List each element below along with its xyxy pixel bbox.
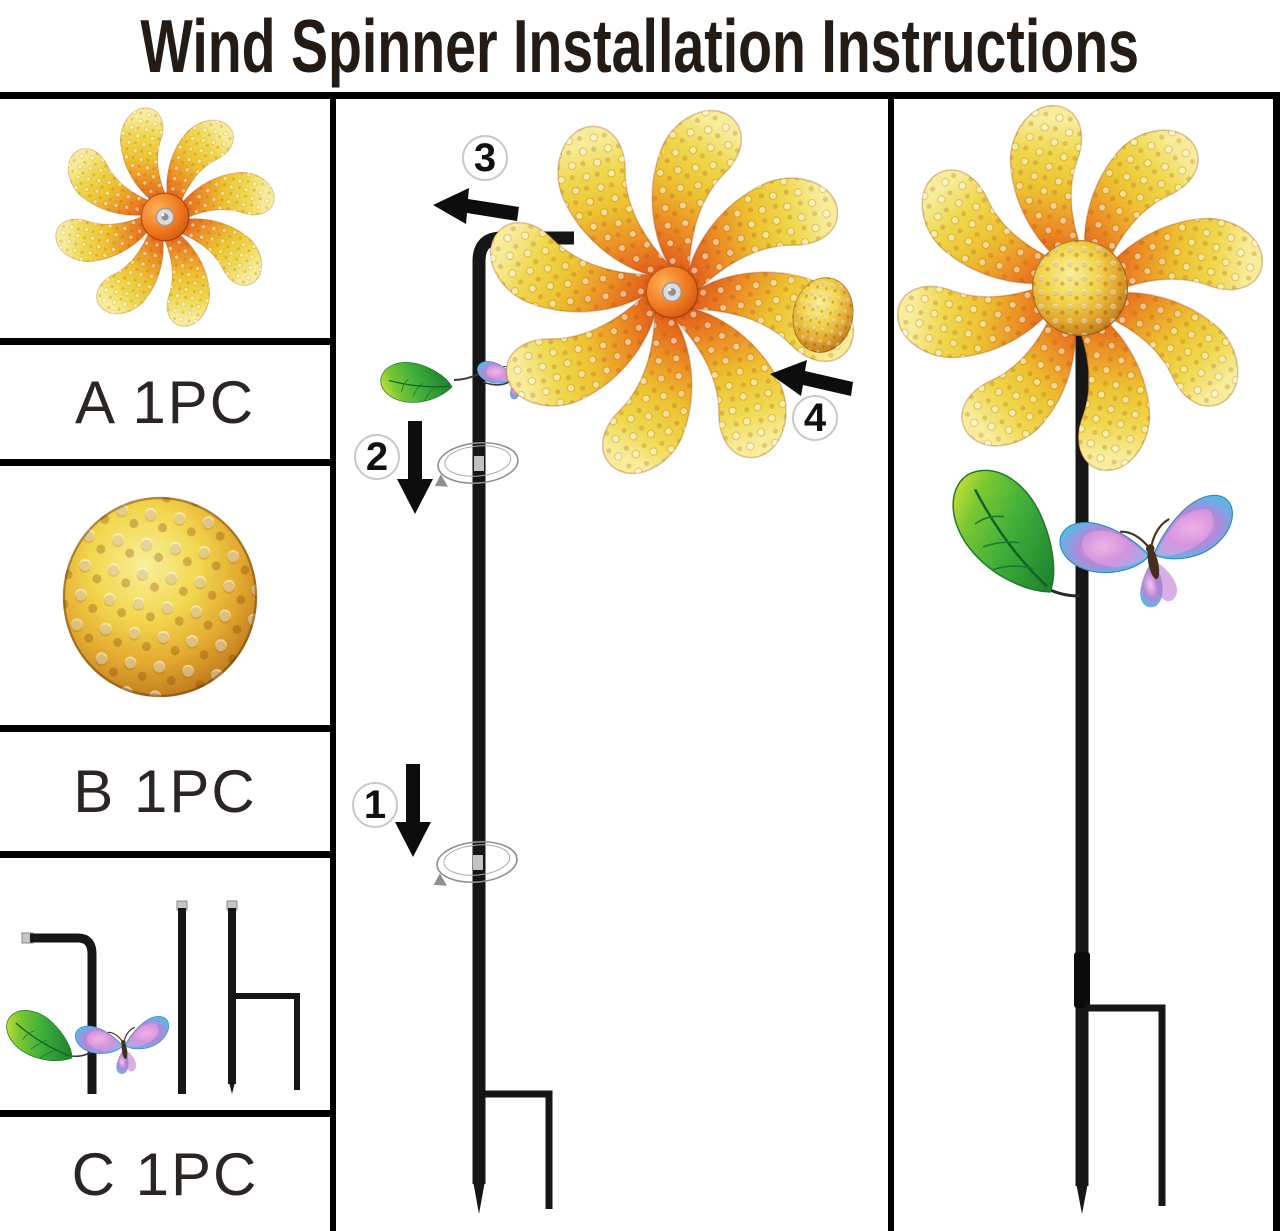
divider-c-image-label: [0, 1110, 330, 1117]
assembled-pole-point: [1075, 1180, 1089, 1214]
bent-pole-icon: [30, 933, 97, 1094]
part-b-image-cell: [0, 466, 330, 725]
divider-middle-right: [888, 92, 894, 1231]
step-2-badge: 2: [354, 434, 400, 480]
part-c-image-cell: [0, 858, 330, 1110]
page-title-text: Wind Spinner Installation Instructions: [140, 3, 1140, 88]
page-title: Wind Spinner Installation Instructions: [0, 0, 1280, 92]
dome-cap-icon: [49, 482, 271, 712]
step-1-arrow-icon: [395, 764, 431, 857]
assembled-spinner-image: [894, 92, 1273, 1214]
butterfly-wire: [482, 381, 510, 386]
divider-a-label-b-image: [0, 459, 330, 466]
part-a-label: A 1PC: [74, 368, 256, 436]
assembled-stake-foot: [1085, 1004, 1166, 1206]
border-right: [1273, 92, 1280, 1231]
stake-foot-bar: [232, 993, 300, 1090]
leaf-stem: [71, 1051, 93, 1058]
leaf-icon: [946, 459, 1061, 608]
leaf-stem: [453, 373, 480, 381]
part-c-label-cell: C 1PC: [0, 1117, 330, 1231]
pole-joint-upper: [474, 456, 484, 471]
assembled-pole-joint: [1074, 952, 1090, 1008]
part-b-label-cell: B 1PC: [0, 732, 330, 851]
straight-pole-icon: [178, 908, 186, 1094]
divider-b-image-label: [0, 725, 330, 732]
part-a-image-cell: [0, 99, 330, 338]
step-4-badge: 4: [792, 395, 838, 441]
divider-a-image-label: [0, 338, 330, 345]
step-4-arrow-icon: [770, 360, 853, 396]
assembly-pole-point: [472, 1178, 486, 1214]
divider-left-middle: [330, 92, 336, 1231]
assembled-dome-hub-icon: [1031, 239, 1129, 337]
part-c-label: C 1PC: [71, 1140, 259, 1208]
part-a-label-cell: A 1PC: [0, 345, 330, 459]
step-3-arrow-icon: [433, 188, 519, 224]
step-2-arrow-icon: [397, 421, 433, 514]
assembly-stake-foot: [482, 1090, 553, 1209]
assembly-flower-hub: [644, 264, 700, 320]
leaf-icon: [374, 347, 455, 422]
flower-spinner-icon: [0, 99, 330, 338]
pole-joint-lower: [473, 855, 483, 870]
part-b-label: B 1PC: [73, 758, 257, 825]
leaf-icon: [0, 996, 77, 1081]
divider-b-label-c-image: [0, 851, 330, 858]
step-1-badge: 1: [352, 782, 398, 828]
assembly-diagram: [374, 92, 888, 1214]
pole-stake-set-icon: [0, 900, 300, 1094]
stake-point: [228, 1078, 236, 1094]
leaf-stem: [1049, 588, 1081, 598]
divider-top: [0, 92, 1280, 99]
step-3-badge: 3: [462, 135, 508, 181]
